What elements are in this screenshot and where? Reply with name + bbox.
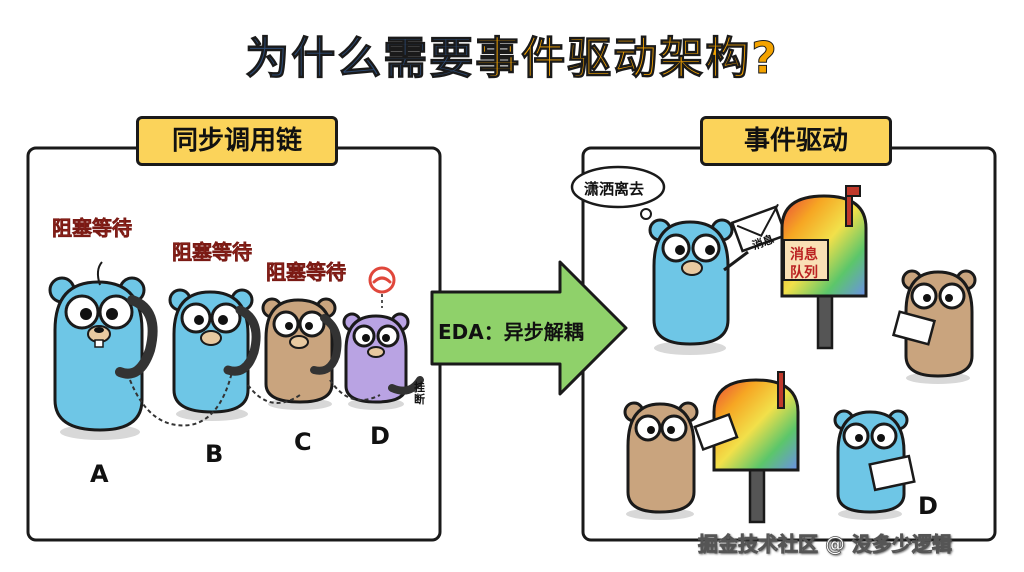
blocking-label-a: 阻塞等待 (52, 216, 133, 241)
mailbox-label-line1: 消息 (790, 247, 818, 263)
blocking-label-b: 阻塞等待 (172, 240, 253, 265)
gopher-sender-bottom (623, 401, 739, 520)
title-part-1: 为什么需要 (245, 33, 476, 85)
gopher-a (48, 261, 158, 440)
actor-label-d: D (370, 422, 390, 450)
thought-bubble-text: 潇洒离去 (584, 180, 645, 198)
actor-label-c: C (294, 428, 312, 456)
arrow-label: EDA：异步解耦 (438, 320, 584, 344)
gopher-b (168, 288, 261, 421)
right-panel-label: 事件驱动 (700, 116, 892, 166)
gopher-receiver-top (891, 269, 977, 384)
hangup-label: 挂断 (414, 381, 425, 406)
hangup-phone-icon (368, 266, 396, 308)
page-title: 为什么需要事件驱动架构? (0, 22, 1024, 86)
eda-arrow (430, 260, 628, 396)
blocking-label-c: 阻塞等待 (266, 260, 347, 285)
title-part-2: 事件驱动架构? (475, 33, 779, 85)
actor-label-b: B (205, 440, 224, 468)
phone-cord (129, 371, 381, 427)
envelope-icon (730, 203, 788, 253)
mailbox-top (780, 185, 868, 350)
actor-label-a: A (90, 460, 109, 488)
mailbox-label-line2: 队列 (790, 265, 818, 281)
gopher-d-right (833, 409, 916, 520)
mailbox-bottom (712, 371, 800, 524)
gopher-d-left (342, 312, 424, 410)
gopher-c (261, 297, 342, 410)
actor-label-d-right: D (918, 492, 938, 520)
watermark: 掘金技术社区 @ 没多少逻辑 (698, 532, 953, 557)
gopher-sender (648, 218, 749, 355)
left-panel-label: 同步调用链 (136, 116, 338, 166)
